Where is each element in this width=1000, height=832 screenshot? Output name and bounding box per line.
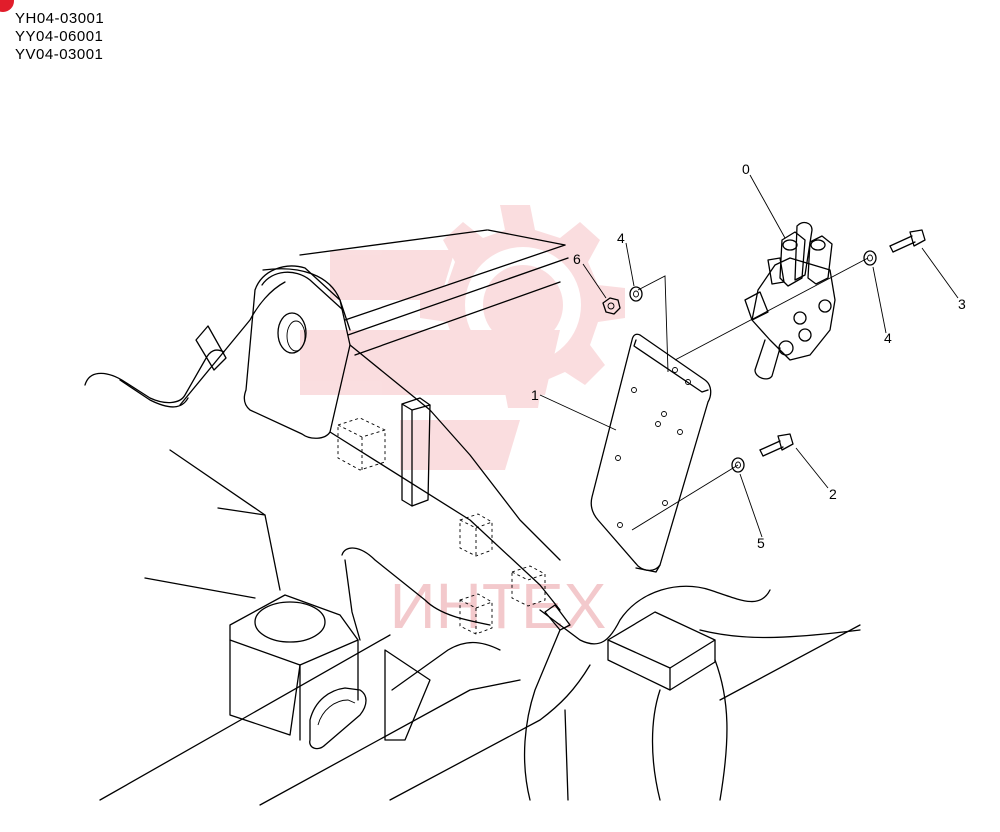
callouts: 0 1 2 3 4 4 5 6 [531,161,966,551]
serial-code-3: YV04-03001 [15,46,104,63]
serial-code-2: YY04-06001 [15,28,104,45]
frame-structure [84,229,861,806]
fasteners [602,229,926,473]
leader-lines [539,174,959,538]
watermark-text: ИНТЕХ [390,570,607,642]
callout-0: 0 [742,161,750,177]
callout-4-top: 4 [617,230,625,246]
callout-4-right: 4 [884,330,892,346]
watermark-logo [300,205,625,470]
callout-5: 5 [757,535,765,551]
valve-assembly [744,221,836,380]
mounting-plate [590,333,712,573]
callout-2: 2 [829,486,837,502]
serial-code-1: YH04-03001 [15,10,105,27]
corner-marker [0,0,14,12]
callout-1: 1 [531,387,539,403]
callout-6: 6 [573,251,581,267]
callout-3: 3 [958,296,966,312]
